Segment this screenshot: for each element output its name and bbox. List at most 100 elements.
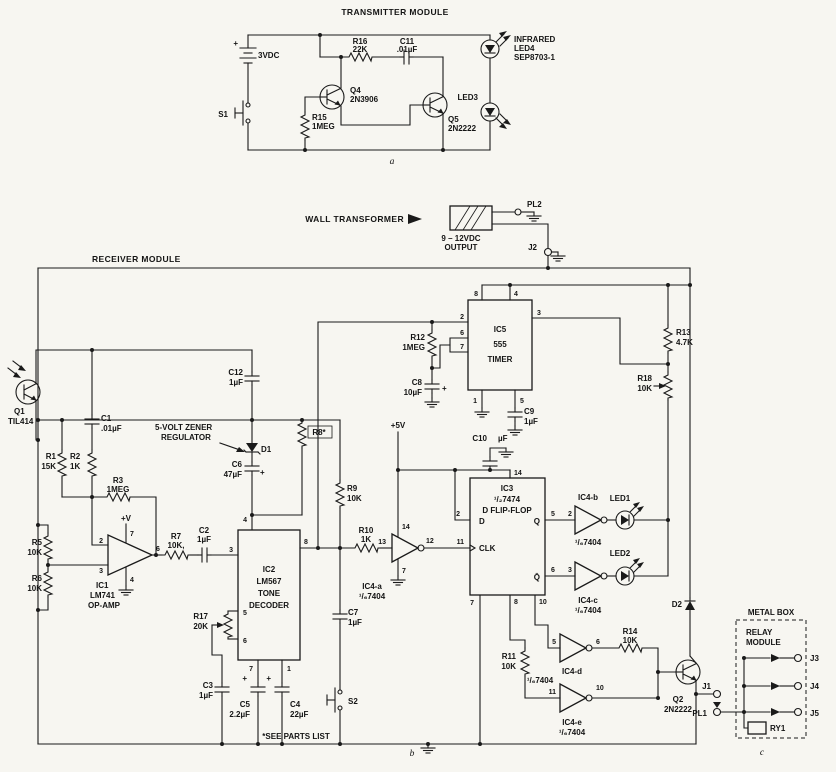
inverter-ic4b-bubble [600, 516, 608, 524]
s2-label: S2 [348, 697, 358, 706]
capacitor-c4 [274, 682, 290, 697]
r2-ref: R2 [70, 452, 81, 461]
resistor-r8 [297, 419, 307, 449]
r15-ref: R15 [312, 113, 327, 122]
c8-ref: C8 [412, 378, 423, 387]
led1-emit-arrow [633, 502, 640, 508]
led3-emit-arrow [503, 119, 511, 125]
ground-c10 [498, 447, 514, 458]
c4-value: 22µF [290, 710, 309, 719]
timer-ic5 [467, 299, 533, 391]
ic5-pin2: 2 [460, 314, 464, 321]
transistor-q2 [675, 659, 701, 685]
pl1-label: PL1 [692, 709, 707, 718]
c2-value: 1µF [197, 535, 211, 544]
r17-ref: R17 [193, 612, 208, 621]
ic4a-value: ¹/₆7404 [359, 592, 386, 601]
led2-emit-arrow [637, 562, 644, 568]
j1-pl1-mate-arrow [713, 702, 721, 708]
r12-ref: R12 [410, 333, 425, 342]
output-voltage-2: OUTPUT [445, 243, 478, 252]
led3-emit-arrow [499, 123, 507, 129]
capacitor-c8 [424, 379, 440, 394]
led1-emit-arrow [637, 506, 644, 512]
capacitor-c1 [84, 414, 100, 429]
wall-transformer-symbol [449, 205, 493, 231]
led2-label: LED2 [610, 549, 631, 558]
ic4e-value: ¹/₆7404 [559, 728, 586, 737]
c10-ref: C10 [472, 434, 487, 443]
led3-label: LED3 [458, 93, 479, 102]
ic3-d-input: D [479, 517, 485, 526]
capacitor-c5 [250, 682, 266, 697]
c1-ref: C1 [101, 414, 112, 423]
r9-ref: R9 [347, 484, 358, 493]
inverter-ic4e-bubble [585, 694, 593, 702]
r1-ref: R1 [46, 452, 57, 461]
ground-c9 [507, 425, 523, 436]
ic2-pin5: 5 [243, 610, 247, 617]
capacitor-c2 [197, 547, 212, 563]
c5-ref: C5 [240, 700, 251, 709]
ic4d-pin6: 6 [596, 639, 600, 646]
ic5-pin1: 1 [473, 398, 477, 405]
ic3-qbar-output: Q̄ [534, 573, 540, 582]
resistor-r13 [663, 324, 673, 354]
ic4a-pin12: 12 [426, 538, 434, 545]
led4-emit-arrow [503, 35, 511, 41]
led4-label-2: LED4 [514, 44, 535, 53]
ic1-pin3: 3 [99, 568, 103, 575]
q5-ref: Q5 [448, 115, 459, 124]
ic2-ref: IC2 [263, 565, 276, 574]
ic2-pin6: 6 [243, 638, 247, 645]
r15-value: 1MEG [312, 122, 335, 131]
r3-value: 1MEG [107, 485, 130, 494]
r14-value: 10K [623, 636, 638, 645]
r8-note-box [307, 425, 333, 439]
ic4e-pin11: 11 [549, 689, 557, 696]
metal-box-label: METAL BOX [748, 608, 795, 617]
ic3-type: D FLIP-FLOP [482, 506, 532, 515]
subfigure-c: c [760, 748, 765, 758]
c4-plus: + [266, 674, 271, 683]
r17-value: 20K [193, 622, 208, 631]
ic1-pin4: 4 [130, 577, 134, 584]
resistor-r15 [300, 111, 310, 141]
c7-value: 1µF [348, 618, 362, 627]
resistor-r5 [43, 532, 53, 562]
led4-label-1: INFRARED [514, 35, 556, 44]
zener-note-2: REGULATOR [161, 433, 211, 442]
opamp-ic1 [107, 533, 154, 577]
battery-plus-sign: + [233, 39, 238, 48]
transformer-pointer-arrow [408, 214, 422, 224]
receiver-wires [7, 267, 795, 745]
inverter-ic4b [574, 504, 603, 536]
ic4c-ref: IC4-c [578, 596, 598, 605]
led4-label-3: SEP8703-1 [514, 53, 555, 62]
r2-value: 1K [70, 462, 80, 471]
transmitter-title: TRANSMITTER MODULE [341, 7, 448, 17]
r16-ref: R16 [353, 37, 368, 46]
led1 [615, 510, 635, 530]
ic3-pin7: 7 [470, 600, 474, 607]
r13-ref: R13 [676, 328, 691, 337]
ic1-ref: IC1 [96, 581, 109, 590]
resistor-r12 [427, 329, 437, 359]
ic1-pin2: 2 [99, 538, 103, 545]
c12-ref: C12 [228, 368, 243, 377]
tone-decoder-ic2 [237, 529, 301, 661]
ic5-type: TIMER [488, 355, 513, 364]
ground-ic5-pin1 [474, 407, 490, 418]
zener-note-1: 5-VOLT ZENER [155, 423, 212, 432]
subfigure-a: a [390, 157, 395, 167]
transformer-hatch [454, 205, 487, 231]
j1-label: J1 [702, 682, 711, 691]
capacitor-c7 [332, 609, 348, 624]
jack-j1 [712, 689, 722, 699]
j5-label: J5 [810, 709, 819, 718]
ic2-type-2: DECODER [249, 601, 289, 610]
resistor-r3 [103, 492, 133, 502]
r6-value: 10K [27, 584, 42, 593]
r10-ref: R10 [359, 526, 374, 535]
